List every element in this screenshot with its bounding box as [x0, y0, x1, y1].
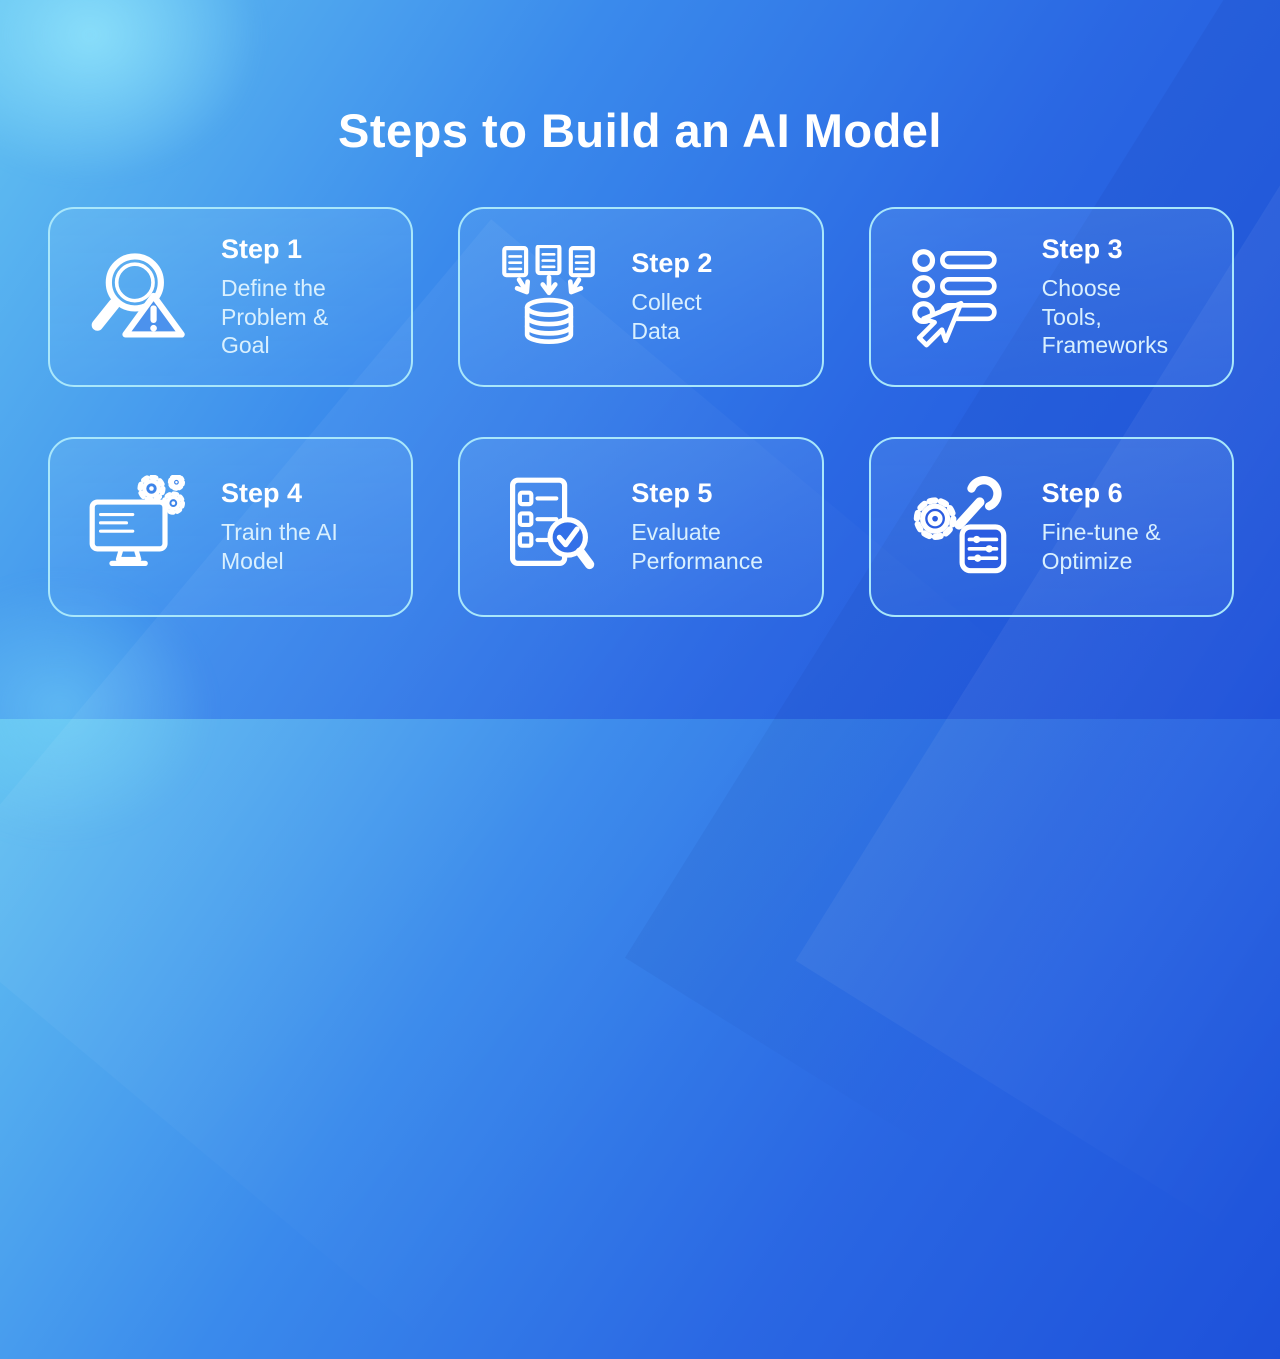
- step-description: Collect Data: [631, 289, 702, 344]
- step-description: Evaluate Performance: [631, 519, 763, 574]
- step-card: Step 4 Train the AI Model: [48, 437, 414, 617]
- steps-grid: Step 1 Define the Problem & Goal: [48, 207, 1234, 617]
- step-text: Step 3 Choose Tools, Frameworks: [1042, 234, 1232, 360]
- step-text: Step 1 Define the Problem & Goal: [221, 234, 411, 360]
- infographic-title: Steps to Build an AI Model: [338, 104, 942, 158]
- step-text: Step 2 Collect Data: [631, 248, 821, 345]
- step-text: Step 5 Evaluate Performance: [631, 478, 821, 575]
- step-text: Step 4 Train the AI Model: [221, 478, 411, 575]
- cursor-list-icon: [871, 245, 1042, 349]
- background-diagonal-band: [795, 0, 1280, 1237]
- monitor-gears-icon: [50, 475, 221, 579]
- magnifier-warning-icon: [50, 245, 221, 349]
- documents-database-icon: [460, 245, 631, 349]
- step-card: Step 6 Fine-tune & Optimize: [868, 437, 1234, 617]
- gear-wrench-sliders-icon: [871, 475, 1042, 579]
- background-swoosh-bottom-left: [0, 579, 210, 839]
- step-card: Step 3 Choose Tools, Frameworks: [868, 207, 1234, 387]
- step-label: Step 3: [1041, 234, 1123, 265]
- checklist-magnifier-icon: [460, 475, 631, 579]
- step-card: Step 1 Define the Problem & Goal: [48, 207, 414, 387]
- step-card: Step 5 Evaluate Performance: [458, 437, 824, 617]
- step-label: Step 6: [1041, 478, 1123, 509]
- step-card: Step 2 Collect Data: [458, 207, 824, 387]
- step-label: Step 2: [631, 248, 713, 279]
- step-text: Step 6 Fine-tune & Optimize: [1042, 478, 1232, 575]
- step-label: Step 5: [631, 478, 713, 509]
- step-description: Choose Tools, Frameworks: [1041, 275, 1169, 359]
- step-label: Step 4: [221, 478, 303, 509]
- step-description: Fine-tune & Optimize: [1041, 519, 1161, 574]
- step-label: Step 1: [221, 234, 303, 265]
- step-description: Define the Problem & Goal: [221, 275, 329, 359]
- step-description: Train the AI Model: [221, 519, 338, 574]
